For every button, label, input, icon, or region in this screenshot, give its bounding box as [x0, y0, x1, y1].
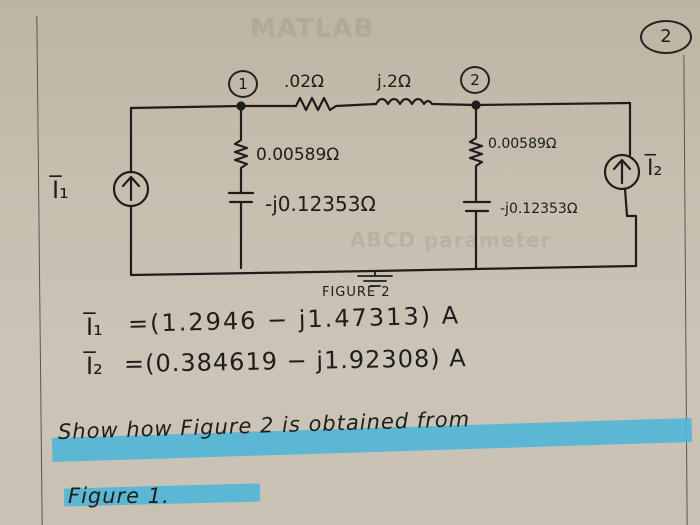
shunt-2-capacitor-value: -j0.12353Ω [500, 201, 578, 217]
series-inductor-icon [374, 97, 632, 107]
shunt-1-resistor-value: 0.00589Ω [256, 145, 340, 165]
series-inductor-value: j.2Ω [377, 72, 411, 92]
question-line-2: Figure 1. [68, 484, 170, 508]
i2-value: =(0.384619 − j1.92308) A [123, 344, 467, 378]
shunt-1-capacitor-value: -j0.12353Ω [265, 192, 376, 216]
source-1-label: I̅₁ [52, 176, 69, 204]
i2-label: I̅₂ [86, 352, 103, 380]
figure-caption: FIGURE 2 [322, 285, 391, 300]
shunt-1-capacitor-icon [227, 191, 255, 270]
source-1-arrow-icon [121, 175, 141, 202]
ground-icon [357, 270, 393, 287]
i1-label: I̅₁ [86, 313, 103, 341]
source-2-label: I̅₂ [647, 156, 663, 181]
source-2-circle [603, 153, 641, 191]
node-1-label: 1 [228, 70, 258, 98]
shunt-2-resistor-value: 0.00589Ω [488, 136, 557, 152]
series-resistor-value: .02Ω [284, 72, 325, 92]
shunt-2-capacitor-icon [462, 200, 492, 270]
bleed-through-text: MATLAB [250, 14, 375, 44]
shunt-1-resistor-icon [233, 104, 249, 195]
page-number-badge: 2 [640, 20, 692, 54]
wire-top-left [129, 104, 243, 110]
bleed-through-text-2: ABCD parameter [350, 228, 552, 252]
shunt-2-resistor-icon [468, 103, 484, 204]
source-2-arrow-icon [612, 158, 632, 185]
node-2-label: 2 [460, 66, 490, 94]
series-resistor-icon [239, 96, 378, 112]
wire-right-bottom [623, 187, 638, 268]
